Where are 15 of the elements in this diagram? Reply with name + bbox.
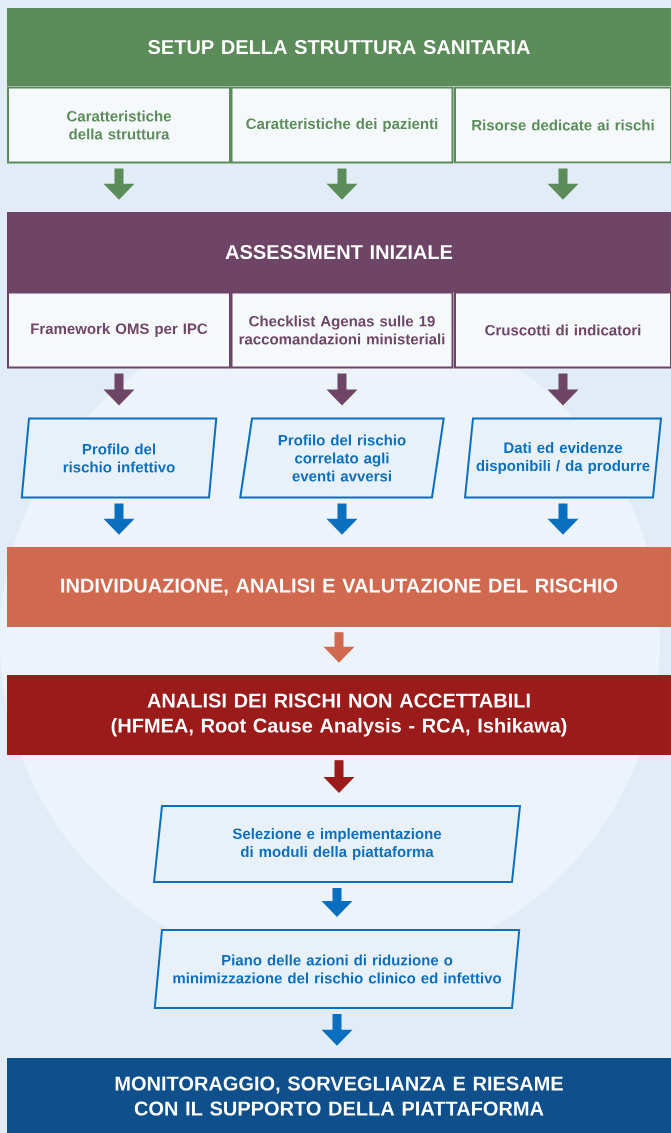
stage-band: ASSESSMENT INIZIALE — [7, 212, 671, 292]
stage-band: SETUP DELLA STRUTTURA SANITARIA — [7, 8, 671, 86]
output-parallelogram: Profilo del rischio correlato agli eventi avversi — [239, 417, 445, 499]
input-box: Caratteristiche dei pazienti — [230, 86, 454, 164]
input-box: Checklist Agenas sulle 19 raccomandazioni ministeriali — [230, 291, 454, 369]
input-box: Cruscotti di indicatori — [454, 291, 671, 369]
stage-band: INDIVIDUAZIONE, ANALISI E VALUTAZIONE DEL RISCHIO — [7, 547, 671, 627]
input-box: Caratteristiche della struttura — [7, 86, 231, 164]
input-box: Framework OMS per IPC — [7, 291, 231, 369]
stage-band: MONITORAGGIO, SORVEGLIANZA E RIESAME CON IL SUPPORTO DELLA PIATTAFORMA — [7, 1058, 671, 1133]
node-label: Dati ed evidenze disponibili / da produrre — [476, 442, 650, 474]
stage-band: ANALISI DEI RISCHI NON ACCETTABILI (HFMEA, Root Cause Analysis - RCA, Ishikawa) — [7, 675, 671, 755]
input-box: Risorse dedicate ai rischi — [454, 86, 671, 164]
output-parallelogram: Profilo del rischio infettivo — [20, 417, 218, 499]
output-parallelogram: Piano delle azioni di riduzione o minimizzazione del rischio clinico ed infettivo — [153, 929, 521, 1009]
